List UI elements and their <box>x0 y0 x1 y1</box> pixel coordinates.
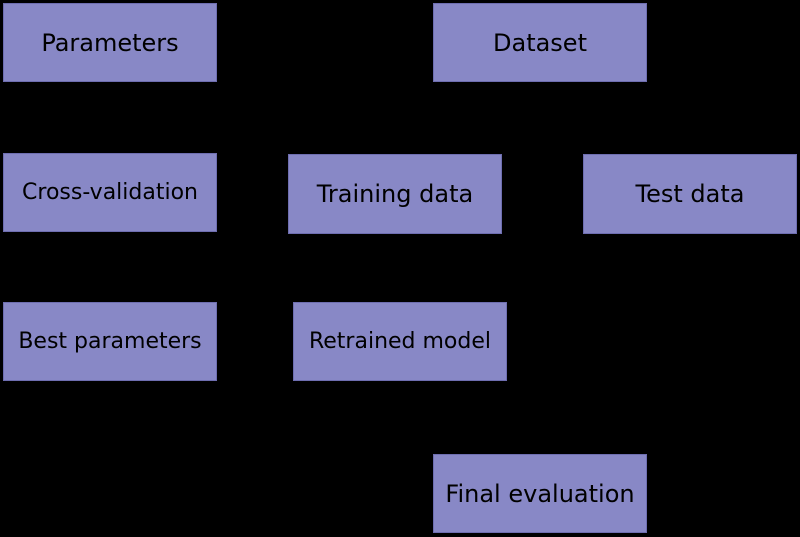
node-parameters: Parameters <box>3 3 217 82</box>
node-retrained-model: Retrained model <box>293 302 507 381</box>
node-cross-validation: Cross-validation <box>3 153 217 232</box>
node-label: Best parameters <box>18 329 202 354</box>
node-label: Cross-validation <box>22 180 198 205</box>
node-label: Dataset <box>493 28 587 57</box>
node-best-parameters: Best parameters <box>3 302 217 381</box>
node-label: Retrained model <box>308 329 492 354</box>
node-test-data: Test data <box>583 154 797 234</box>
node-label: Final evaluation <box>445 479 635 508</box>
node-label: Parameters <box>41 28 179 57</box>
node-label: Training data <box>316 180 474 208</box>
node-label: Test data <box>635 180 745 208</box>
node-final-evaluation: Final evaluation <box>433 454 647 533</box>
node-training-data: Training data <box>288 154 502 234</box>
node-dataset: Dataset <box>433 3 647 82</box>
